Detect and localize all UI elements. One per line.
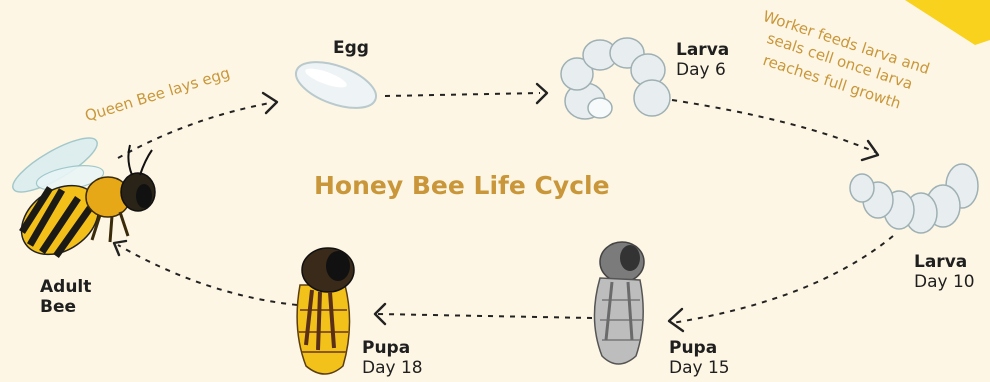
adult-bee-line2: Bee (40, 297, 91, 317)
larva-day10-icon (850, 164, 978, 233)
adult-bee-icon (6, 129, 155, 269)
pupa-day18-label: Pupa Day 18 (362, 338, 423, 378)
larva-day6-day: Day 6 (676, 60, 729, 80)
arrow-pupa15-to-pupa18 (378, 314, 592, 318)
arrow-larva6-to-larva10 (672, 100, 875, 152)
pupa-day18-icon (297, 248, 354, 374)
pupa-day15-day: Day 15 (669, 358, 730, 378)
arrow-pupa18-to-adult (118, 245, 297, 305)
diagram-title: Honey Bee Life Cycle (314, 171, 610, 200)
pupa-day15-label: Pupa Day 15 (669, 338, 730, 378)
pupa-day18-day: Day 18 (362, 358, 423, 378)
egg-icon (290, 53, 382, 117)
adult-bee-label: Adult Bee (40, 277, 91, 317)
larva-day10-label: Larva Day 10 (914, 252, 975, 292)
larva-day10-name: Larva (914, 252, 975, 272)
pupa-day18-name: Pupa (362, 338, 423, 358)
larva-day6-icon (561, 38, 670, 119)
larva-day10-day: Day 10 (914, 272, 975, 292)
larva-day6-name: Larva (676, 40, 729, 60)
egg-label: Egg (333, 38, 369, 58)
arrow-heads (114, 84, 878, 331)
arrow-larva10-to-pupa15 (672, 236, 893, 323)
arrow-egg-to-larva (385, 93, 540, 96)
cycle-arrows (118, 93, 893, 323)
adult-bee-line1: Adult (40, 277, 91, 297)
corner-accent (905, 0, 990, 45)
egg-label-name: Egg (333, 38, 369, 58)
larva-day6-label: Larva Day 6 (676, 40, 729, 80)
pupa-day15-icon (594, 242, 644, 364)
pupa-day15-name: Pupa (669, 338, 730, 358)
arrow-adult-to-egg (118, 103, 270, 158)
